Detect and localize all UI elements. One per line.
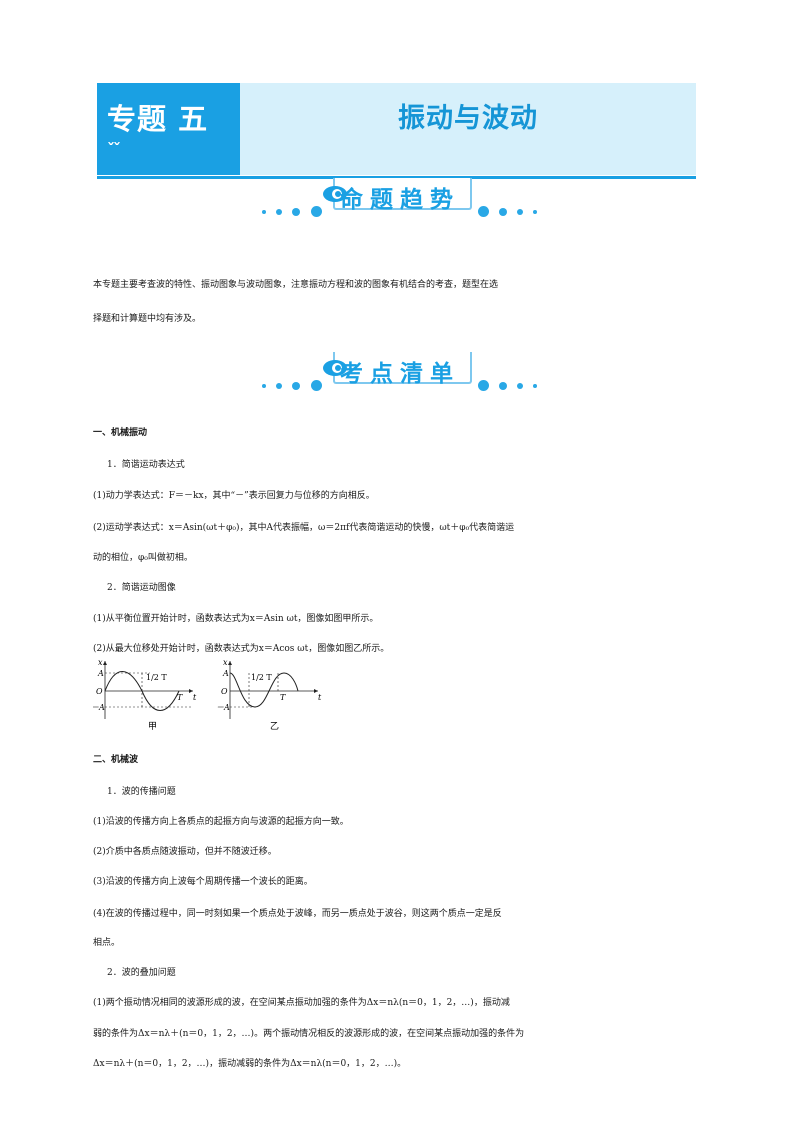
decor-dot (311, 380, 322, 391)
subheading-shm-graph: 2．简谐运动图像 (107, 583, 176, 593)
eye-icon (323, 186, 347, 202)
section-title-trend: 命题趋势 (340, 187, 460, 213)
subheading-wave-superposition: 2．波的叠加问题 (107, 968, 176, 978)
graph-cosine: x A O －A 1/2 T T t 乙 (216, 659, 322, 731)
decor-dot (478, 380, 489, 391)
y-axis-label: x (98, 659, 103, 667)
item-superposition-1: (1)两个振动情况相同的波源形成的波，在空间某点振动加强的条件为Δx＝nλ(n＝… (93, 998, 510, 1008)
section-header-checklist: 考点清单 (0, 352, 800, 412)
decor-dot (262, 210, 266, 214)
period-label: T (177, 693, 183, 702)
figure-caption-right: 乙 (270, 721, 279, 731)
item-propagation-4: (4)在波的传播过程中，同一时刻如果一个质点处于波峰，而另一质点处于波谷，则这两… (93, 909, 502, 919)
subheading-shm-expression: 1．简谐运动表达式 (107, 460, 185, 470)
item-kinematics-expression: (2)运动学表达式：x＝Asin(ωt＋φ₀)，其中A代表振幅，ω＝2πf代表简… (93, 523, 515, 533)
decor-dot (478, 206, 489, 217)
graph-sine: x A O －A 1/2 T T t 甲 (93, 659, 197, 731)
section-title-checklist: 考点清单 (340, 361, 460, 387)
header-tab (97, 83, 240, 175)
decor-dot (292, 382, 300, 390)
y-axis-label: x (223, 659, 228, 667)
decor-dot (517, 383, 523, 389)
intro-line-1: 本专题主要考查波的特性、振动图象与波动图象，注意振动方程和波的图象有机结合的考查… (93, 280, 499, 290)
item-superposition-1-end: Δx＝nλ＋(n＝0，1，2，…)，振动减弱的条件为Δx＝nλ(n＝0，1，2，… (93, 1059, 407, 1069)
item-kinematics-expression-cont: 动的相位，φ₀叫做初相。 (93, 553, 193, 563)
tick-A: A (97, 669, 104, 678)
tab-decoration: ˇˇ (107, 140, 121, 159)
topic-number-label: 专题 五 (107, 102, 209, 136)
item-superposition-1-cont: 弱的条件为Δx＝nλ＋(n＝0，1，2，…)。两个振动情况相反的波源形成的波，在… (93, 1029, 525, 1039)
intro-line-2: 择题和计算题中均有涉及。 (93, 314, 202, 324)
decor-dot (292, 208, 300, 216)
header-underline (97, 176, 696, 179)
item-dynamics-expression: (1)动力学表达式：F＝－kx，其中“－”表示回复力与位移的方向相反。 (93, 491, 375, 501)
item-propagation-2: (2)介质中各质点随波振动，但并不随波迁移。 (93, 847, 277, 857)
eye-icon (323, 360, 347, 376)
heading-mechanical-vibration: 一、机械振动 (93, 428, 148, 438)
item-propagation-4-cont: 相点。 (93, 938, 121, 948)
shm-graphs-figure: x A O －A 1/2 T T t 甲 x A O －A 1/2 T T t … (93, 659, 322, 731)
period-label: T (280, 693, 286, 702)
page-title: 振动与波动 (398, 103, 538, 134)
decor-dot (499, 382, 507, 390)
heading-mechanical-wave: 二、机械波 (93, 755, 139, 765)
subheading-wave-propagation: 1．波的传播问题 (107, 787, 176, 797)
section-label-box (333, 352, 472, 384)
x-axis-label: t (318, 693, 322, 702)
x-axis-label: t (193, 693, 197, 702)
decor-dot (311, 206, 322, 217)
decor-dot (533, 210, 537, 214)
figure-caption-left: 甲 (148, 721, 157, 731)
item-propagation-1: (1)沿波的传播方向上各质点的起振方向与波源的起振方向一致。 (93, 817, 349, 827)
decor-dot (276, 383, 282, 389)
section-header-trend: 命题趋势 (0, 178, 800, 238)
half-period-label: 1/2 T (251, 673, 272, 682)
decor-dot (533, 384, 537, 388)
item-sine-graph: (1)从平衡位置开始计时，函数表达式为x＝Asin ωt，图像如图甲所示。 (93, 614, 379, 624)
decor-dot (276, 209, 282, 215)
item-propagation-3: (3)沿波的传播方向上波每个周期传播一个波长的距离。 (93, 877, 313, 887)
decor-dot (499, 208, 507, 216)
origin-label: O (221, 687, 228, 696)
decor-dot (517, 209, 523, 215)
origin-label: O (96, 687, 103, 696)
item-cosine-graph: (2)从最大位移处开始计时，函数表达式为x＝Acos ωt，图像如图乙所示。 (93, 644, 390, 654)
tick-A: A (222, 669, 229, 678)
tick-negA: －A (93, 703, 105, 712)
decor-dot (262, 384, 266, 388)
half-period-label: 1/2 T (146, 673, 167, 682)
tick-negA: －A (216, 703, 230, 712)
